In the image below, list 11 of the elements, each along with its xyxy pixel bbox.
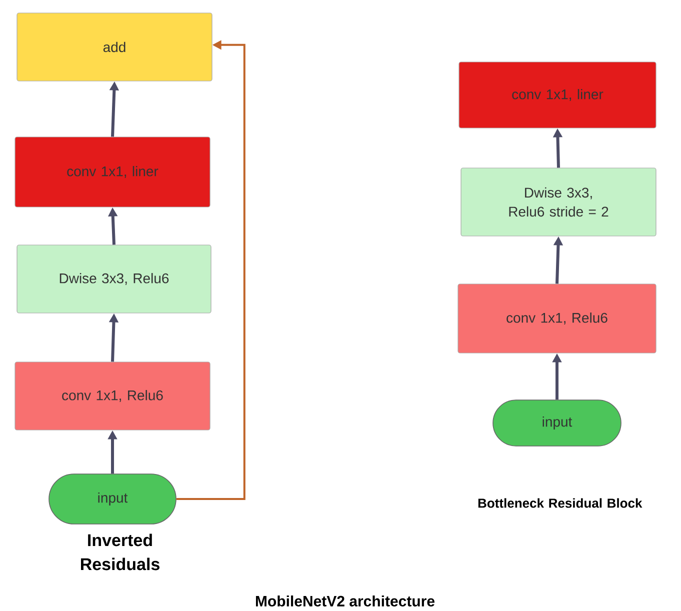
layer-box: Dwise 3x3, Relu6 <box>16 244 212 314</box>
input-pill: input <box>48 474 176 524</box>
layer-box: conv 1x1, liner <box>458 62 656 128</box>
layer-box: conv 1x1, Relu6 <box>458 284 656 354</box>
layer-box: add <box>16 12 212 82</box>
input-pill: input <box>492 400 622 446</box>
layer-box: conv 1x1, liner <box>14 136 210 208</box>
layer-box: Dwise 3x3, Relu6 stride = 2 <box>460 168 656 236</box>
layer-box: conv 1x1, Relu6 <box>14 362 210 430</box>
caption: MobileNetV2 architecture <box>256 595 434 606</box>
block-label: Bottleneck Residual Block <box>478 498 642 508</box>
